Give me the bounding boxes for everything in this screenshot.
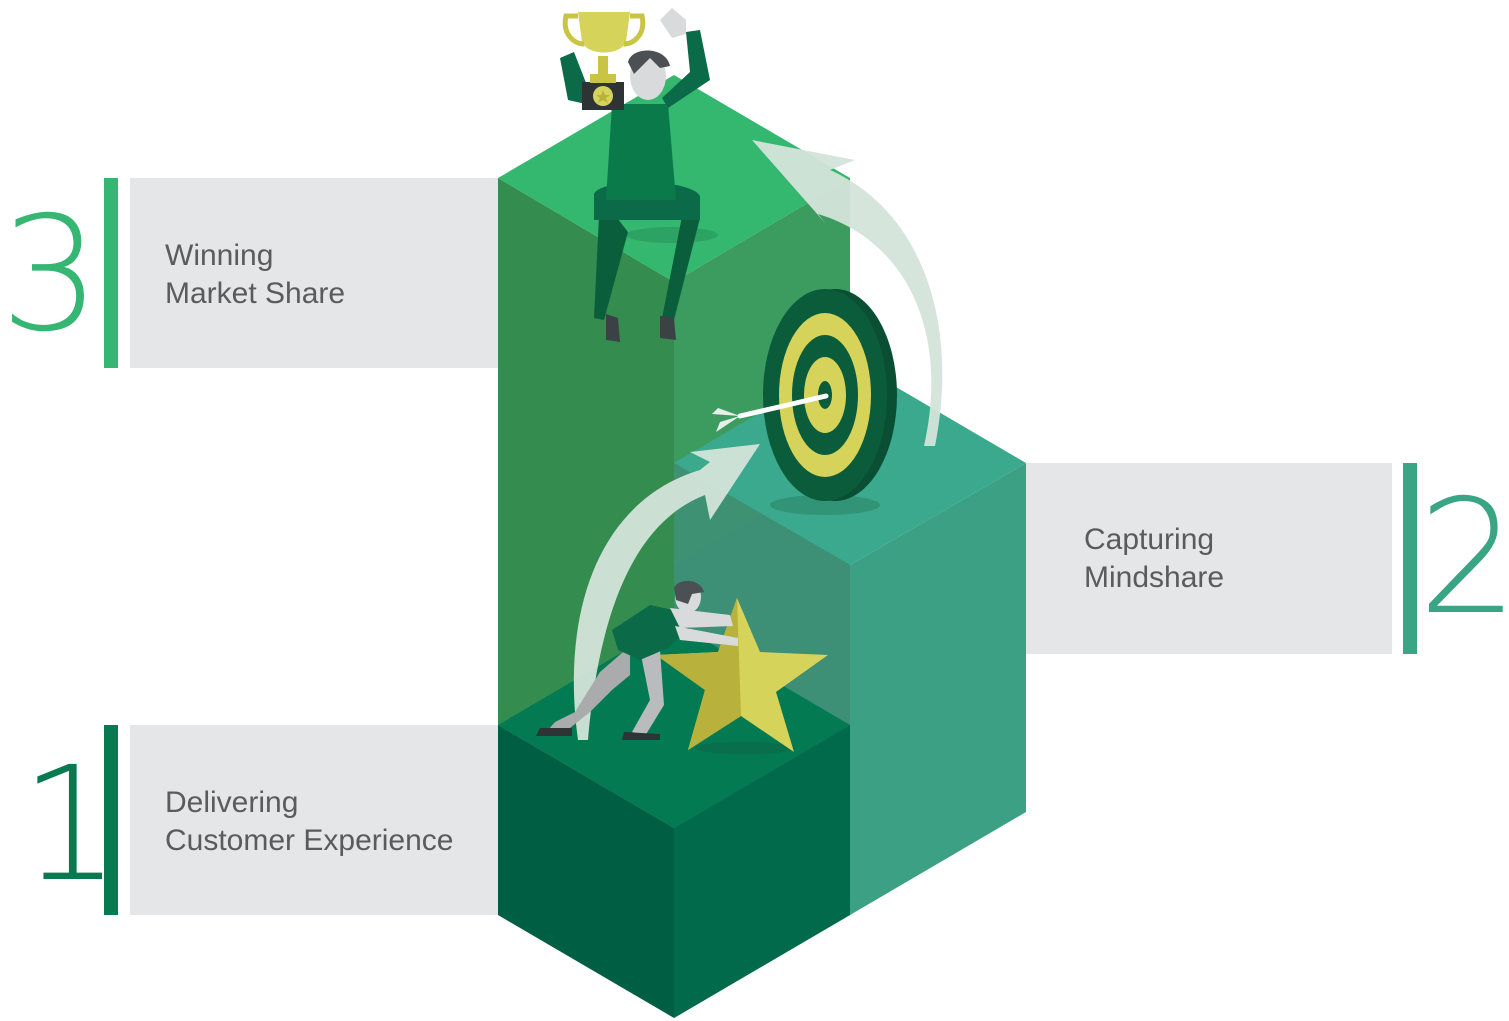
step-3-number: 3	[0, 183, 101, 367]
step-2-label-line1: Capturing	[1084, 523, 1215, 556]
step-1-label-line2: Customer Experience	[165, 824, 454, 857]
step-3-label-line2: Market Share	[165, 277, 346, 310]
person-celebrating	[560, 8, 718, 342]
step-1-panel	[130, 725, 498, 915]
target-icon	[763, 289, 897, 515]
step-2-label: Capturing Mindshare	[1084, 521, 1224, 597]
star-icon	[656, 598, 828, 754]
step-1-number: 1	[20, 733, 121, 917]
arrow-icon	[712, 393, 829, 432]
trophy-icon	[562, 12, 646, 110]
step-3-label: Winning Market Share	[165, 237, 345, 313]
step-2-panel	[1026, 463, 1392, 654]
person-pushing	[536, 580, 738, 740]
curve-arrow-1	[573, 444, 760, 740]
step-3-panel	[130, 178, 498, 368]
step-3-bar	[104, 178, 118, 368]
step-2-label-line2: Mindshare	[1084, 561, 1225, 594]
step-1-label-line1: Delivering	[165, 786, 299, 819]
curve-arrow-2	[752, 140, 943, 446]
step-2-number: 2	[1418, 466, 1509, 650]
step-1-bar	[104, 725, 118, 915]
step-3-label-line1: Winning	[165, 239, 274, 272]
step-1-label: Delivering Customer Experience	[165, 784, 453, 860]
step-2-bar	[1403, 463, 1417, 654]
